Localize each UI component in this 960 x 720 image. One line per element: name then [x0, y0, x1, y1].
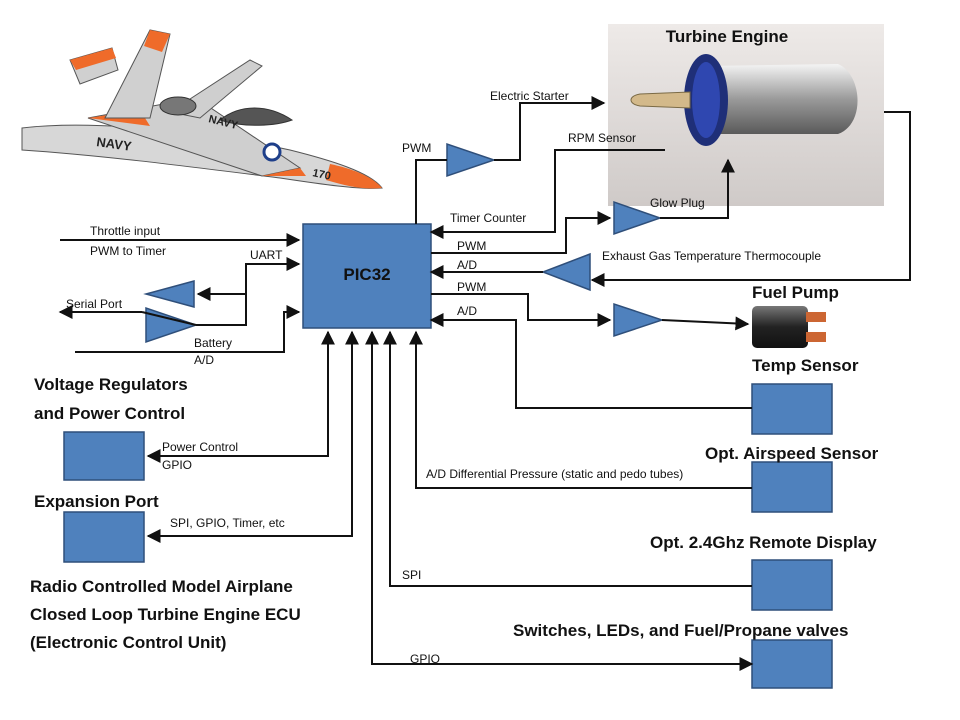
- switches-leds-heading: Switches, LEDs, and Fuel/Propane valves: [513, 621, 848, 640]
- spi-label: SPI: [402, 568, 421, 582]
- expansion-port-block: [63, 511, 145, 563]
- expansion-bus-label: SPI, GPIO, Timer, etc: [170, 516, 285, 530]
- electric-starter-label: Electric Starter: [490, 89, 569, 103]
- remote-display-heading: Opt. 2.4Ghz Remote Display: [650, 533, 877, 552]
- ad-egt-label: A/D: [457, 258, 477, 272]
- temp-sensor-heading: Temp Sensor: [752, 356, 859, 375]
- roundel-icon: [262, 142, 282, 162]
- gpio-power-label: GPIO: [162, 458, 192, 472]
- fuel-pump-image: [752, 306, 826, 348]
- voltage-regulator-block: [63, 431, 145, 481]
- caption-line-2: Closed Loop Turbine Engine ECU: [30, 605, 301, 624]
- airplane-wing-text: NAVY: [96, 134, 133, 154]
- egt-amplifier-icon: [540, 252, 591, 292]
- power-control-heading: and Power Control: [34, 404, 185, 423]
- battery-label: Battery: [194, 336, 232, 350]
- airspeed-sensor-block: [751, 461, 833, 513]
- turbine-engine-title: Turbine Engine: [666, 27, 788, 46]
- serial-tx-amplifier-icon: [145, 306, 199, 344]
- power-control-label: Power Control: [162, 440, 238, 454]
- ad-temp-label: A/D: [457, 304, 477, 318]
- caption-line-1: Radio Controlled Model Airplane: [30, 577, 293, 596]
- pwm-fuel-label: PWM: [457, 280, 486, 294]
- egt-thermocouple-label: Exhaust Gas Temperature Thermocouple: [602, 249, 821, 263]
- caption-line-3: (Electronic Control Unit): [30, 633, 226, 652]
- airplane-image: NAVY NAVY 170: [21, 29, 383, 189]
- remote-display-block: [751, 559, 833, 611]
- airspeed-sensor-heading: Opt. Airspeed Sensor: [705, 444, 879, 463]
- gpio-bottom-label: GPIO: [410, 652, 440, 666]
- uart-label: UART: [250, 248, 283, 262]
- glow-plug-label: Glow Plug: [650, 196, 705, 210]
- pwm-to-timer-label: PWM to Timer: [90, 244, 166, 258]
- airspeed-ad-label: A/D Differential Pressure (static and pe…: [426, 467, 683, 481]
- pic32-block: [302, 223, 432, 329]
- pwm-glow-label: PWM: [457, 239, 486, 253]
- throttle-input-label: Throttle input: [90, 224, 161, 238]
- signal-wires: [58, 96, 911, 671]
- battery-ad-label: A/D: [194, 353, 214, 367]
- rpm-sensor-label: RPM Sensor: [568, 131, 636, 145]
- pic32-label: PIC32: [343, 265, 390, 284]
- pwm-starter-label: PWM: [402, 141, 431, 155]
- starter-amplifier-icon: [446, 142, 497, 178]
- temp-sensor-block: [751, 383, 833, 435]
- switches-leds-block: [751, 639, 833, 689]
- glow-plug-amplifier-icon: [613, 200, 663, 236]
- voltage-regulators-heading: Voltage Regulators: [34, 375, 188, 394]
- fuel-pump-amplifier-icon: [613, 302, 665, 338]
- fuel-pump-heading: Fuel Pump: [752, 283, 839, 302]
- serial-port-label: Serial Port: [66, 297, 123, 311]
- turbine-engine-image: [608, 24, 884, 206]
- expansion-port-heading: Expansion Port: [34, 492, 159, 511]
- airplane-number: 170: [311, 167, 331, 183]
- serial-rx-amplifier-icon: [143, 280, 195, 308]
- timer-counter-label: Timer Counter: [450, 211, 526, 225]
